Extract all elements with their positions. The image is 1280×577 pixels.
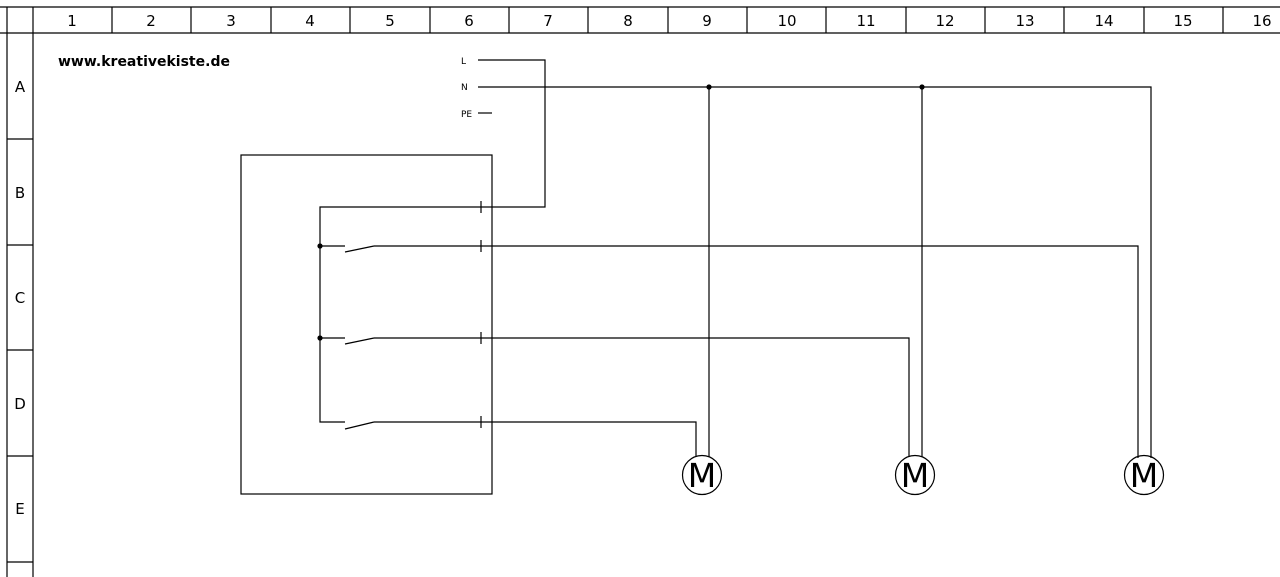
motor-3: M	[1123, 454, 1165, 496]
column-label: 5	[385, 12, 395, 30]
junction-dot	[919, 84, 925, 90]
switch-3	[344, 421, 697, 457]
row-label: B	[15, 184, 25, 202]
column-label: 7	[543, 12, 553, 30]
column-label: 13	[1015, 12, 1034, 30]
junction-dot	[706, 84, 712, 90]
column-label: 12	[935, 12, 954, 30]
watermark-text: www.kreativekiste.de	[58, 54, 230, 70]
motor-symbol	[1123, 454, 1165, 496]
column-label: 15	[1173, 12, 1192, 30]
drawing-frame	[0, 6, 1280, 577]
column-label: 11	[856, 12, 875, 30]
column-label: 3	[226, 12, 236, 30]
motor-label: M	[1130, 456, 1158, 495]
column-labels: 1 2 3 4 5 6 7 8 9 10 11 12 13 14 15 16	[67, 12, 1271, 30]
motor-1: M	[681, 454, 723, 496]
row-labels: A B C D E	[14, 78, 26, 518]
motor-label: M	[901, 456, 929, 495]
column-label: 8	[623, 12, 633, 30]
motor-2: M	[894, 454, 936, 496]
switch-1	[320, 245, 1139, 458]
motor-label: M	[688, 456, 716, 495]
n-conductor	[478, 84, 1152, 458]
l-conductor	[319, 59, 546, 423]
row-label: A	[15, 78, 26, 96]
row-label: D	[14, 395, 26, 413]
row-label: C	[15, 289, 25, 307]
terminal-label-pe: PE	[461, 110, 472, 120]
column-label: 4	[305, 12, 315, 30]
terminal-label-l: L	[461, 57, 466, 67]
motor-symbol	[894, 454, 936, 496]
column-label: 1	[67, 12, 77, 30]
terminal-label-n: N	[461, 83, 468, 93]
column-label: 2	[146, 12, 156, 30]
row-label: E	[15, 500, 24, 518]
column-label: 14	[1094, 12, 1113, 30]
column-label: 9	[702, 12, 712, 30]
column-label: 6	[464, 12, 474, 30]
switch-2	[320, 337, 910, 457]
switch-enclosure	[240, 154, 493, 495]
column-label: 16	[1252, 12, 1271, 30]
supply-terminals: L N PE	[461, 57, 492, 120]
motor-symbol	[681, 454, 723, 496]
column-label: 10	[777, 12, 796, 30]
